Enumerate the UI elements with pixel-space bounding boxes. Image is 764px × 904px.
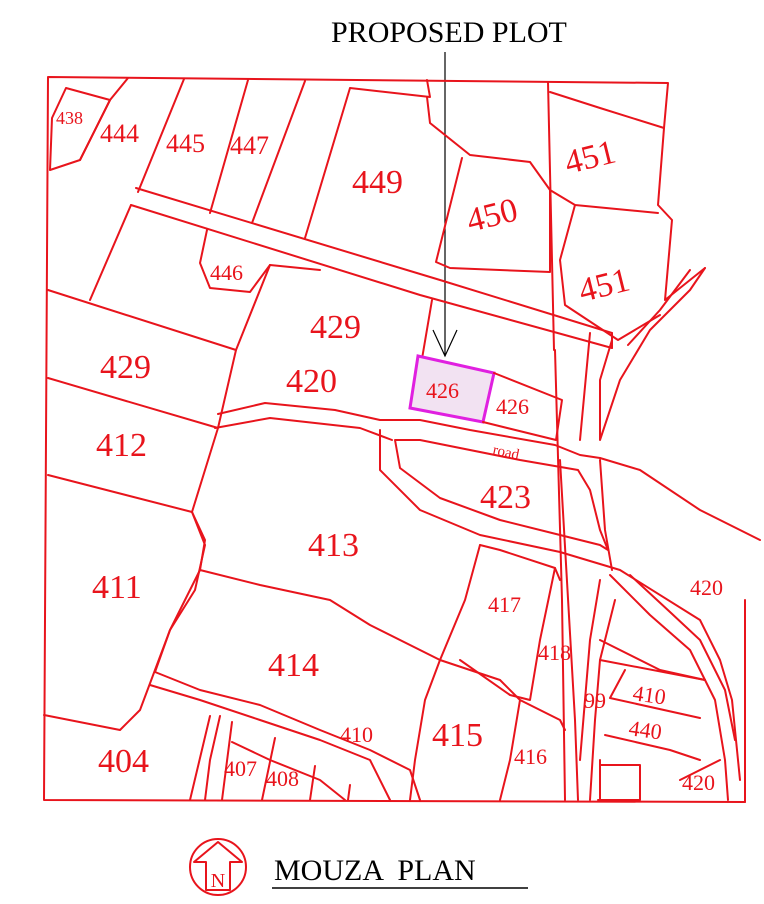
vertical-line-560 [554, 349, 566, 801]
parcel-label-420c: 420 [682, 770, 715, 795]
parcel-label-438: 438 [56, 108, 83, 128]
proposed-plot-title: PROPOSED PLOT [331, 16, 567, 49]
parcel-408-boundary [231, 741, 351, 801]
parcel-label-440: 440 [627, 715, 663, 744]
parcel-label-99: 99 [584, 688, 606, 713]
road-label: road [491, 442, 521, 463]
parcel-label-450: 450 [463, 192, 521, 240]
parcel-label-415: 415 [432, 717, 483, 754]
parcel-label-444: 444 [100, 119, 139, 148]
parcel-447b-boundary [251, 80, 306, 224]
parcel-451b-boundary [559, 204, 661, 341]
parcel-412-bottom [47, 474, 193, 513]
parcel-label-414: 414 [268, 647, 319, 684]
parcel-label-416: 416 [514, 744, 547, 769]
parcel-444-boundary [79, 77, 129, 161]
parcel-label-451b: 451 [575, 262, 633, 310]
parcel-label-445: 445 [166, 129, 205, 158]
parcel-414-top [409, 659, 441, 801]
pointer-arrow-head [432, 329, 458, 358]
vertical-line-548 [547, 81, 555, 351]
parcel-label-408: 408 [266, 766, 299, 791]
parcel-label-426a: 426 [426, 378, 459, 403]
parcel-label-447: 447 [230, 131, 269, 160]
road-south-of-426 [217, 402, 601, 459]
parcel-label-412: 412 [96, 427, 147, 464]
parcel-410b-boundary [599, 659, 706, 719]
road-strip-north-top [135, 187, 613, 334]
road-east-curve [599, 267, 706, 441]
parcel-label-426b: 426 [496, 394, 529, 419]
parcel-label-413: 413 [308, 527, 359, 564]
parcel-426b-boundary [482, 372, 563, 441]
parcel-label-410b: 410 [631, 680, 667, 709]
north-icon-letter: N [211, 870, 225, 892]
road-east-lower-inner [629, 574, 736, 741]
parcel-label-420b: 420 [690, 575, 723, 600]
parcel-label-451a: 451 [561, 134, 619, 182]
parcel-412-top [47, 377, 219, 429]
road-east-lower [609, 574, 729, 801]
outer-boundary [43, 76, 746, 803]
parcel-label-410a: 410 [340, 722, 373, 747]
parcel-left-upper [89, 204, 132, 301]
parcel-label-407: 407 [224, 756, 257, 781]
parcel-417-boundary [459, 544, 556, 701]
parcel-418-boundary [554, 567, 601, 761]
road-strip-north-bottom [130, 204, 613, 349]
parcel-414-boundary [154, 569, 421, 801]
road-east-curve-inner [627, 269, 691, 346]
parcel-404-boundary [189, 715, 221, 801]
parcel-411-boundary [43, 511, 206, 731]
mouza-plan-title: MOUZA PLAN [274, 854, 476, 887]
parcel-label-449: 449 [352, 164, 403, 201]
parcel-429-divider [47, 289, 237, 351]
parcel-label-404: 404 [98, 743, 149, 780]
parcel-label-446: 446 [210, 260, 243, 285]
parcel-label-429b: 429 [100, 349, 151, 386]
parcel-420c-boundary [679, 759, 721, 781]
parcel-446-boundary [199, 229, 271, 293]
parcel-440-boundary [597, 734, 701, 801]
vertical-line-575 [559, 459, 579, 801]
parcel-label-418: 418 [538, 640, 571, 665]
parcel-label-411: 411 [92, 569, 142, 606]
road-around-423-outer [379, 429, 741, 781]
parcel-label-417: 417 [488, 592, 521, 617]
parcel-447-boundary [209, 79, 249, 214]
parcel-label-429a: 429 [310, 309, 361, 346]
parcel-label-423: 423 [480, 479, 531, 516]
parcel-407-boundary [221, 721, 276, 801]
north-arrow-icon: N [189, 838, 247, 896]
parcel-left-vertical [191, 264, 271, 513]
parcel-449-boundary [304, 79, 431, 239]
parcel-label-420a: 420 [286, 363, 337, 400]
parcel-415-boundary [439, 659, 566, 801]
road-strip-right [579, 332, 613, 441]
parcel-438-boundary [49, 87, 111, 171]
road-upper-left [214, 417, 393, 441]
road-right-arm [599, 457, 761, 571]
parcel-445-boundary [137, 78, 185, 193]
parcel-410a-boundary [149, 684, 391, 801]
